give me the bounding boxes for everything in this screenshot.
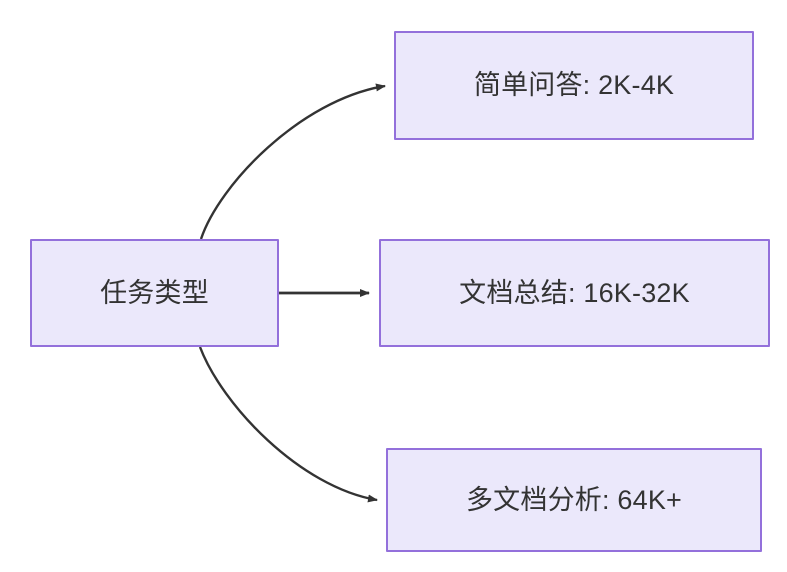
node-label: 简单问答: 2K-4K [473,70,675,101]
node-simple-qa[interactable]: 简单问答: 2K-4K [394,31,754,140]
node-label: 文档总结: 16K-32K [459,277,690,308]
node-task-type[interactable]: 任务类型 [30,239,279,347]
edge-root-to-multi [198,346,378,503]
node-multi-doc-analysis[interactable]: 多文档分析: 64K+ [386,448,762,552]
node-doc-summary[interactable]: 文档总结: 16K-32K [379,239,770,347]
node-label: 多文档分析: 64K+ [465,484,682,515]
edge-root-to-simple [199,83,386,240]
node-label: 任务类型 [100,277,209,308]
